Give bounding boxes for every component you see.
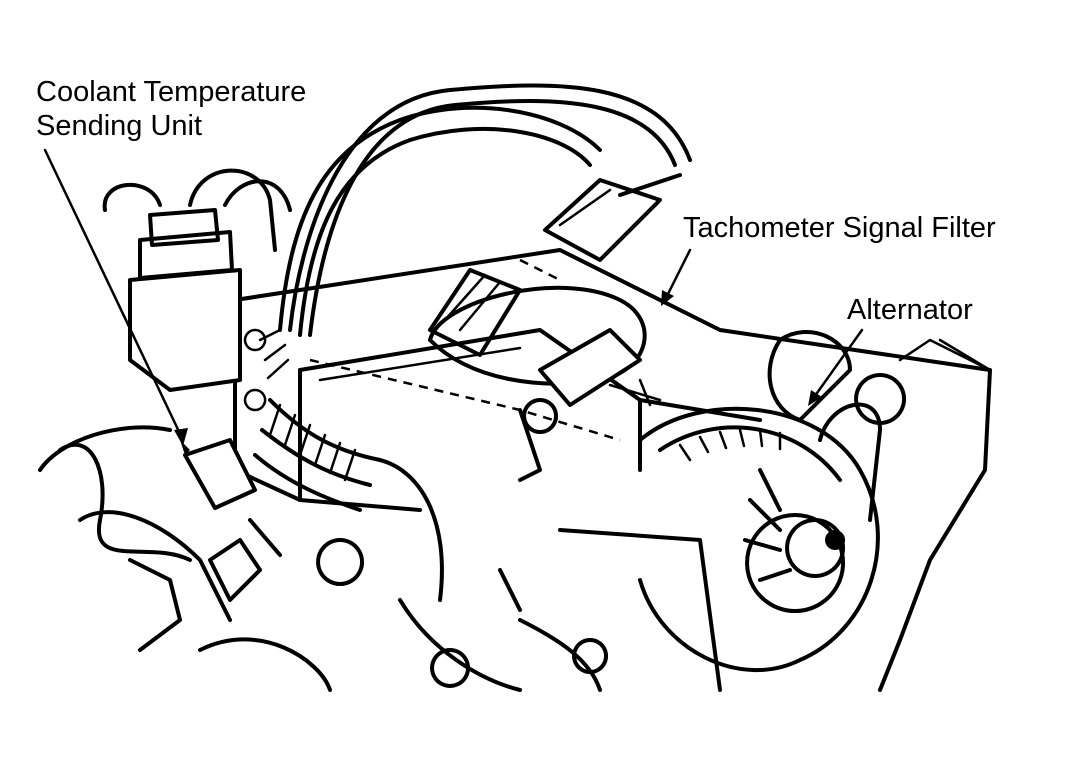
lower-engine bbox=[198, 518, 722, 692]
coolant-sensor bbox=[38, 425, 257, 652]
coolant-label-line2: Sending Unit bbox=[36, 110, 203, 142]
coolant-leader-line bbox=[43, 148, 185, 442]
tachometer-leader-line bbox=[663, 248, 692, 302]
sensor-housing bbox=[102, 168, 292, 392]
wiring-harness bbox=[258, 83, 692, 380]
leader-lines bbox=[43, 148, 864, 446]
wiring-conduit bbox=[253, 398, 444, 602]
alternator-label: Alternator bbox=[847, 294, 973, 326]
coolant-label-line1: Coolant Temperature bbox=[36, 76, 307, 108]
alternator-unit bbox=[638, 329, 907, 672]
tachometer-filter-assembly bbox=[309, 258, 662, 482]
alternator-leader-line bbox=[810, 328, 864, 402]
tachometer-label: Tachometer Signal Filter bbox=[683, 212, 996, 244]
